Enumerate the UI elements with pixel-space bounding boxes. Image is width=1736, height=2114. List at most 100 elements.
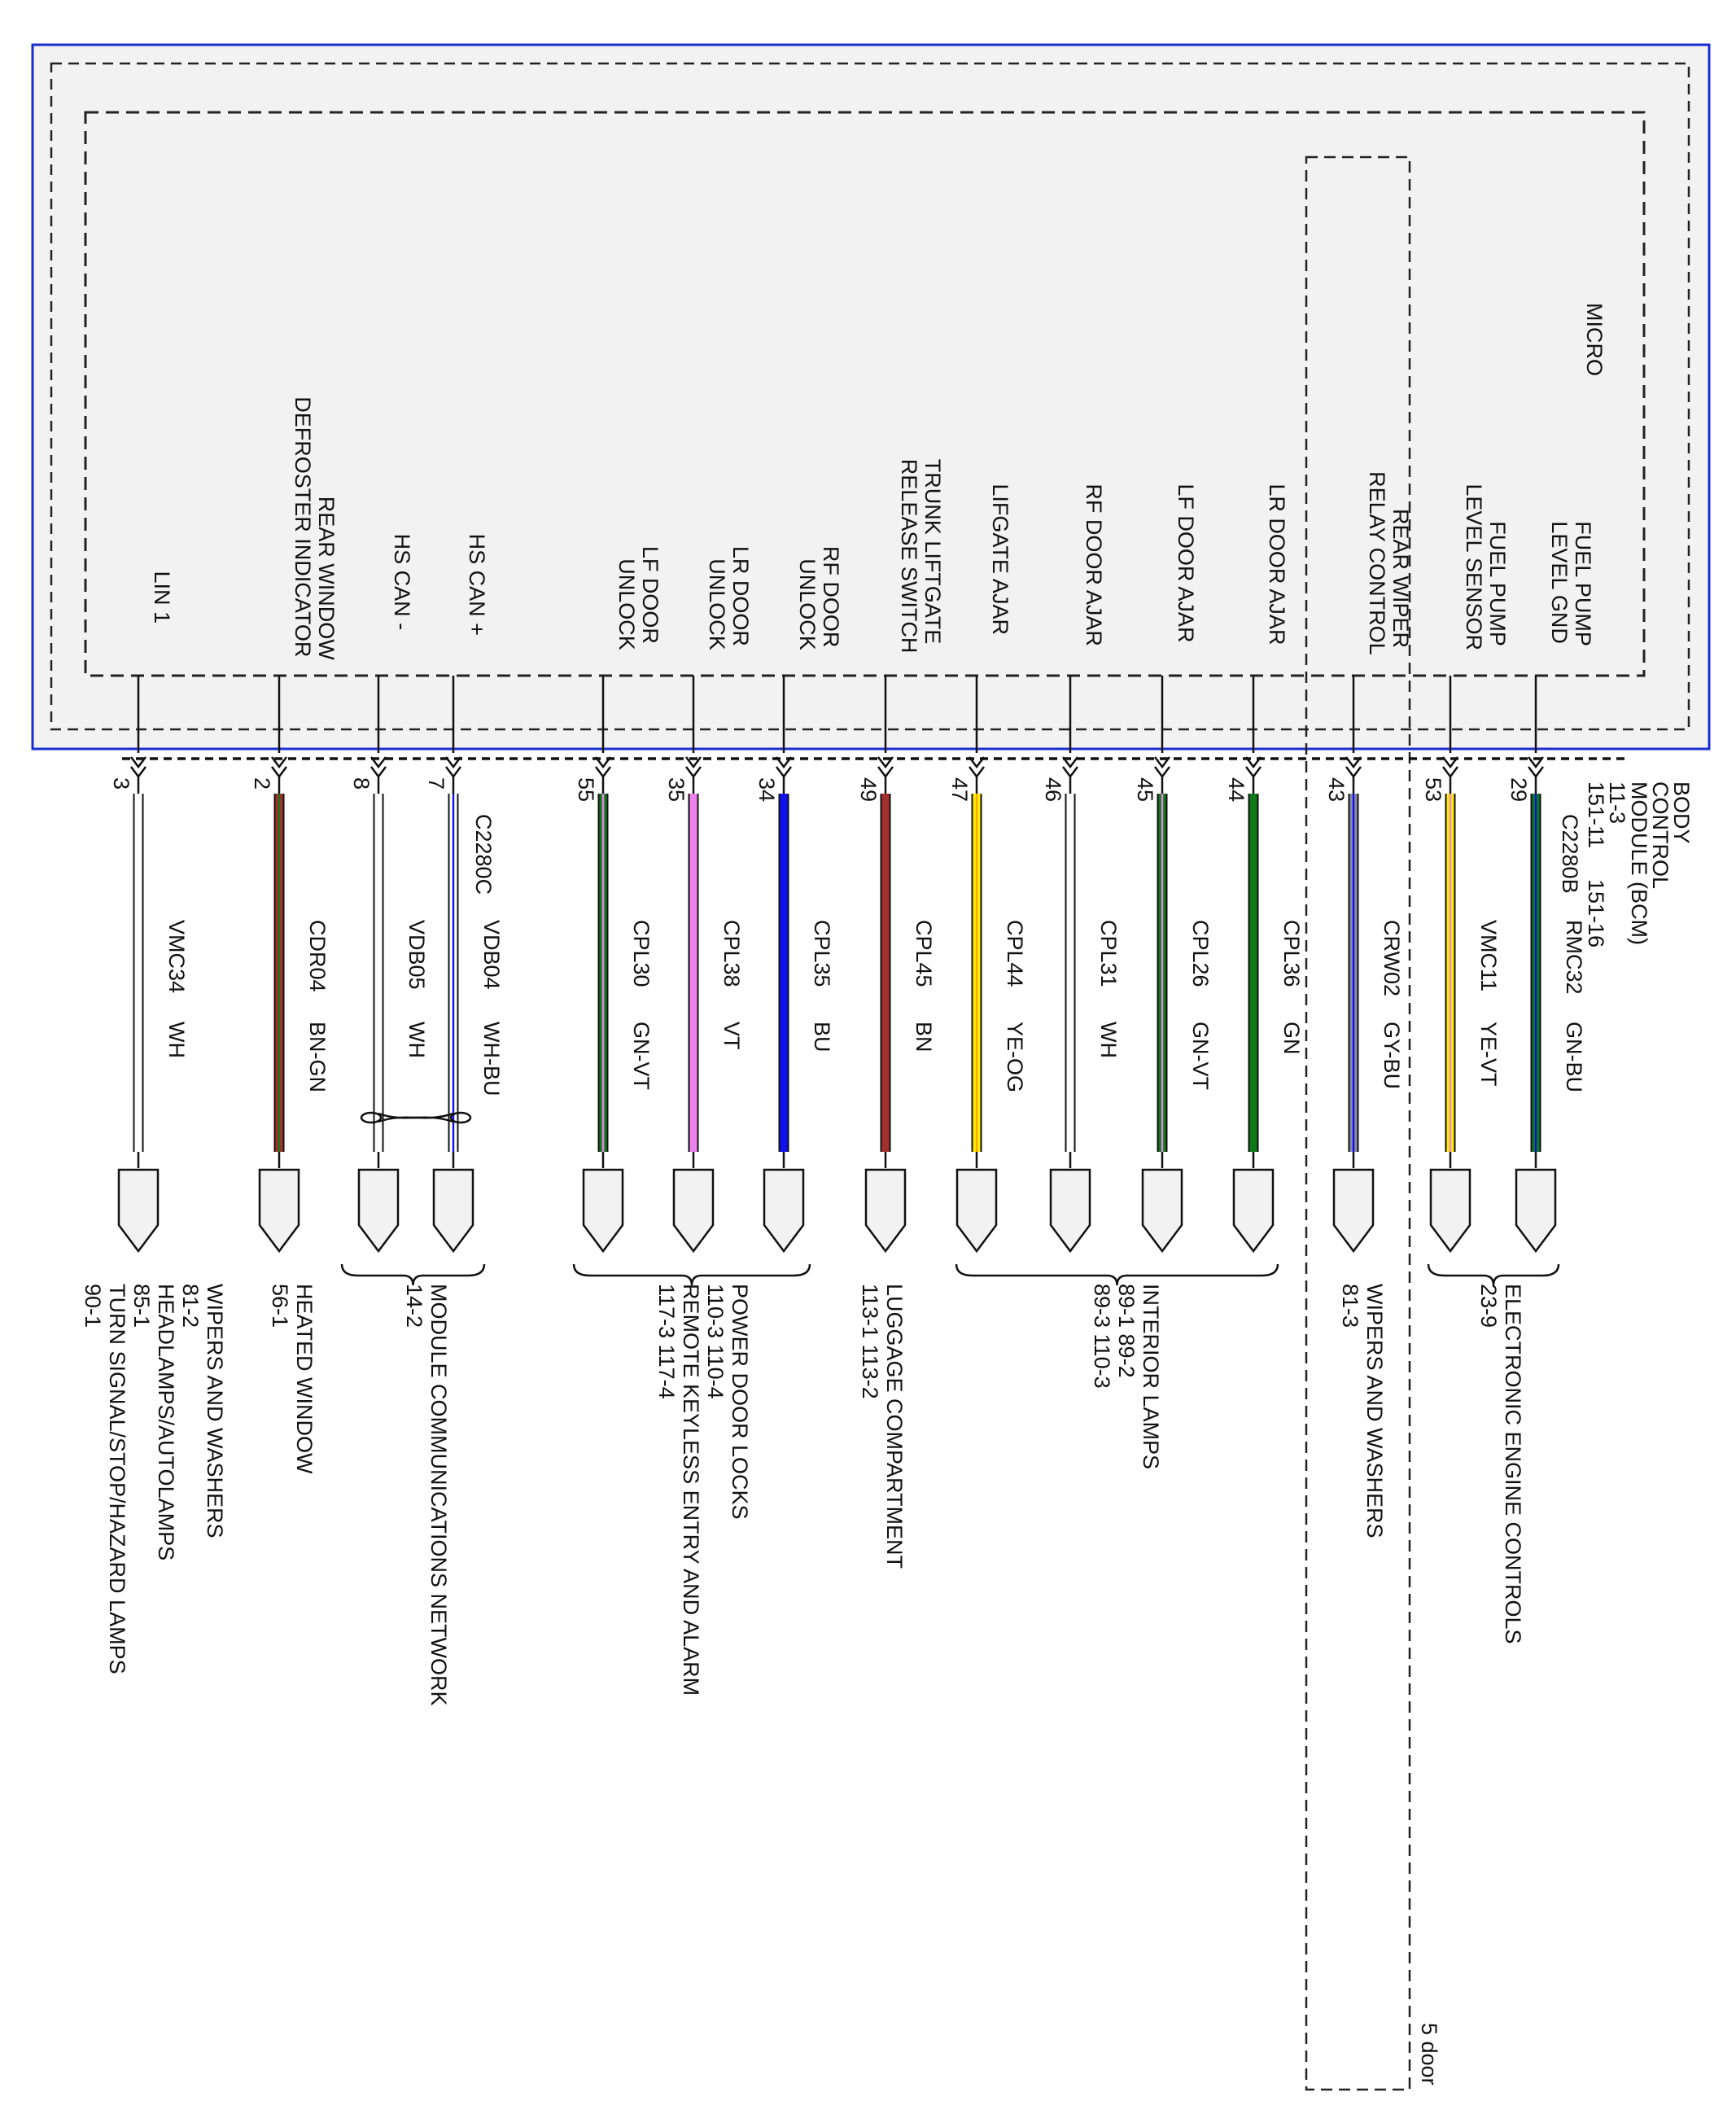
pin-number: 35 [664,777,689,802]
wire-color-code: YE-OG [1003,1022,1027,1092]
destination-arrow-icon [864,1168,907,1254]
signal-name: REAR WINDOW [314,497,339,661]
wire-fill [881,794,890,1152]
signal-name: REAR WIPER [1388,509,1413,648]
destination-text: HEADLAMPS/AUTOLAMPS [154,1284,178,1560]
destination-text: MODULE COMMUNICATIONS NETWORK [426,1284,451,1706]
destination-arrow-icon [1515,1168,1557,1254]
wire-color-code: WH [164,1022,189,1058]
destination-arrow-icon [1332,1168,1375,1254]
circuit-id: CPL31 [1096,920,1121,987]
wire-color-code: BN-GN [305,1022,330,1092]
pin-number: 8 [349,777,374,790]
destination-text: 81-3 [1338,1284,1362,1328]
wire-stripe [1352,794,1355,1152]
micro-dashed-border [84,111,1646,677]
module-ref-2: 151-11 [1584,781,1608,848]
micro-label: MICRO [1582,303,1607,376]
circuit-id: CPL36 [1279,920,1304,987]
pin-number: 55 [574,777,598,802]
pin-number: 47 [947,777,972,802]
pin-number: 34 [754,777,779,802]
wire-stripe [1449,794,1452,1152]
signal-name: RELAY CONTROL [1365,471,1389,655]
module-name-line-1: BODY [1669,781,1694,844]
wire-stripe [601,794,605,1152]
signal-name: LR DOOR AJAR [1265,484,1289,645]
bcm-module-housing [31,43,1711,751]
brace-interior-lamps [955,1263,1279,1286]
module-name-line-3: MODULE (BCM) [1627,781,1651,945]
destination-text: 113-1 113-2 [858,1284,882,1399]
destination-label-8: WIPERS AND WASHERS81-2HEADLAMPS/AUTOLAMP… [81,1284,227,1674]
circuit-id: VDB05 [404,920,429,990]
destination-text: 89-3 110-3 [1090,1284,1114,1389]
terminal-chevron-icon [1442,756,1458,769]
brace-door-locks [572,1263,811,1286]
terminal-chevron-icon [776,756,792,769]
wire-color-code: GN-VT [1188,1022,1213,1090]
terminal-chevron-icon [1528,756,1544,769]
destination-text: 89-1 89-2 [1114,1284,1139,1378]
circuit-id: CPL30 [629,920,654,987]
circuit-id: CPL44 [1003,920,1027,987]
wire-color-code: YE-VT [1476,1022,1501,1087]
destination-text: REMOTE KEYLESS ENTRY AND ALARM [679,1284,703,1696]
wire-fill [780,794,788,1152]
wire-color-code: WH-BU [479,1022,504,1096]
pin-number: 45 [1133,777,1157,802]
destination-arrow-icon [432,1168,474,1254]
destination-arrow-icon [258,1168,300,1254]
destination-arrow-icon [763,1168,805,1254]
wire-fill [689,794,697,1152]
five-door-option-label: 5 door [1417,2023,1441,2086]
circuit-id: CPL38 [719,920,744,987]
wire-stripe [452,794,455,1152]
destination-text: 90-1 [81,1284,105,1328]
signal-name: HS CAN - [390,534,414,631]
connector-c2280b-label: C2280B [1558,814,1582,894]
destination-text: HEATED WINDOW [292,1284,317,1474]
wire-stripe [1534,794,1537,1152]
signal-name: FUEL PUMP [1485,521,1510,646]
wire-color-code: GN-BU [1562,1022,1586,1092]
destination-text: ELECTRONIC ENGINE CONTROLS [1501,1284,1525,1644]
signal-name: LF DOOR AJAR [1174,484,1198,642]
wire-stripe [278,794,281,1152]
destination-arrow-icon [1232,1168,1275,1254]
destination-text: POWER DOOR LOCKS [728,1284,752,1520]
pin-number: 29 [1506,777,1531,802]
twisted-pair-marker [360,1111,472,1124]
circuit-id: VMC11 [1476,920,1501,991]
destination-text: 81-2 [178,1284,203,1328]
wire-color-code: BU [810,1022,834,1053]
module-ref-1: 11-3 [1605,781,1629,824]
signal-name: LEVEL GND [1547,521,1572,644]
module-ref-3: 151-16 [1584,879,1608,948]
brace-engine-controls [1427,1263,1560,1286]
signal-name: RF DOOR [819,546,843,648]
pin-number: 2 [250,777,274,790]
destination-text: 56-1 [268,1284,292,1328]
destination-text: 85-1 [129,1284,154,1328]
circuit-id: CDR04 [305,920,330,992]
destination-text: 117-3 117-4 [654,1284,679,1399]
circuit-id: RMC32 [1562,920,1586,995]
destination-arrow-icon [117,1168,160,1254]
pin-number: 43 [1324,777,1349,802]
